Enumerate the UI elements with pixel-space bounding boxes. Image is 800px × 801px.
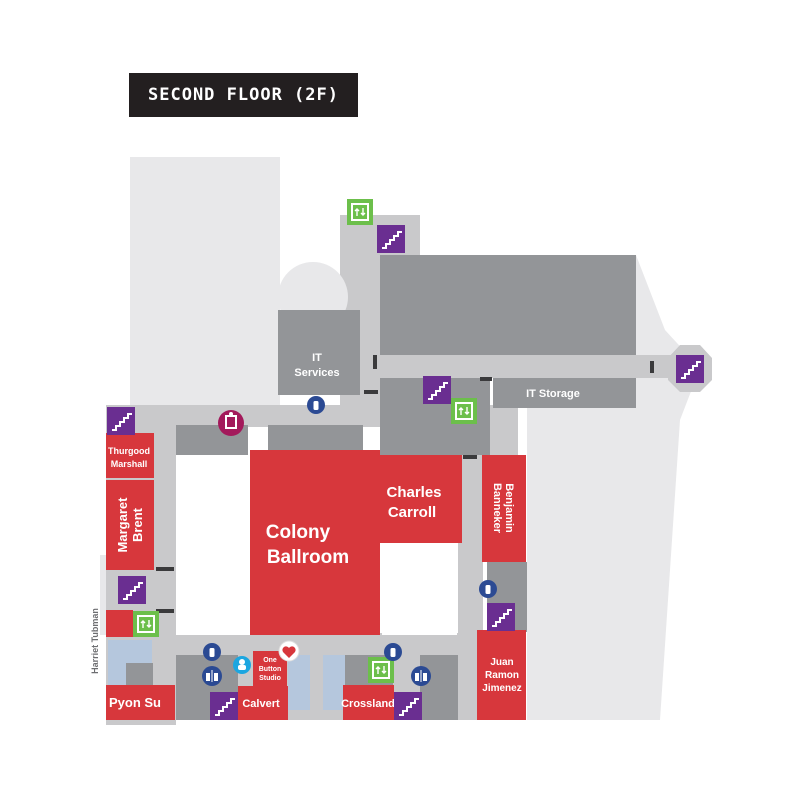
room-label: Thurgood [108,446,150,456]
room-thurgood-marshall[interactable]: Thurgood Marshall [106,433,154,478]
elevator-icon [133,611,159,637]
stairs-icon [676,355,704,383]
room-label: Ballroom [267,547,349,568]
service-blocks [126,255,636,720]
door-markers [156,355,654,613]
water-fountain-icon [384,643,402,661]
room-label: Banneker [491,483,503,534]
it-services-label: IT [312,352,322,364]
room-crossland[interactable]: Crossland [341,685,395,720]
room-label: Button [259,666,282,673]
water-fountain-icon [203,643,221,661]
room-label: Crossland [341,698,395,710]
room-label: Charles [386,484,441,501]
elevator-icon [368,657,394,683]
room-label: Jimenez [482,683,521,694]
room-label: Colony [266,522,331,543]
room-harriet-tubman[interactable]: Harriet Tubman [90,608,133,674]
restroom-icon [202,666,222,686]
room-pyon-su[interactable]: Pyon Su [106,685,175,720]
light-blue-areas [108,640,345,710]
room-benjamin-banneker[interactable]: Benjamin Banneker [482,455,526,562]
stairs-icon [210,692,238,720]
elevator-icons [133,199,477,683]
aed-icon [278,640,300,662]
stairs-icon [107,407,135,435]
elevator-icon [347,199,373,225]
it-services-label: Services [294,367,339,379]
room-label: Studio [259,675,281,682]
room-label: Brent [130,507,145,542]
room-label: Margaret [115,497,130,553]
room-label: Harriet Tubman [90,608,100,674]
stairs-icon [377,225,405,253]
courtyard-left [176,455,251,635]
lactation-room-icon [233,656,251,674]
restroom-icon [411,666,431,686]
room-label: Calvert [242,698,280,710]
first-aid-station-icon [218,410,244,436]
room-label: Ramon [485,670,519,681]
room-calvert[interactable]: Calvert [238,686,288,720]
room-label: Pyon Su [109,695,161,710]
room-juan-ramon-jimenez[interactable]: Juan Ramon Jimenez [477,630,526,720]
elevator-icon [451,398,477,424]
room-label: Benjamin [503,483,515,533]
room-charles-carroll[interactable]: Charles Carroll [380,455,462,543]
room-label: Carroll [388,504,436,521]
floor-title: SECOND FLOOR (2F) [129,73,358,117]
courtyard-right [382,543,457,635]
stairs-icon [423,376,451,404]
stairs-icon [487,603,515,631]
stairs-icon [118,576,146,604]
room-label: Marshall [111,459,148,469]
room-colony-ballroom[interactable]: Colony Ballroom [250,450,380,635]
room-label: Juan [490,657,513,668]
stairs-icon [394,692,422,720]
stairs-icons [107,225,704,720]
water-fountain-icon [307,396,325,414]
room-margaret-brent[interactable]: Margaret Brent [106,480,154,570]
water-fountain-icon [479,580,497,598]
it-storage-label: IT Storage [526,388,580,400]
room-label: One [263,657,277,664]
